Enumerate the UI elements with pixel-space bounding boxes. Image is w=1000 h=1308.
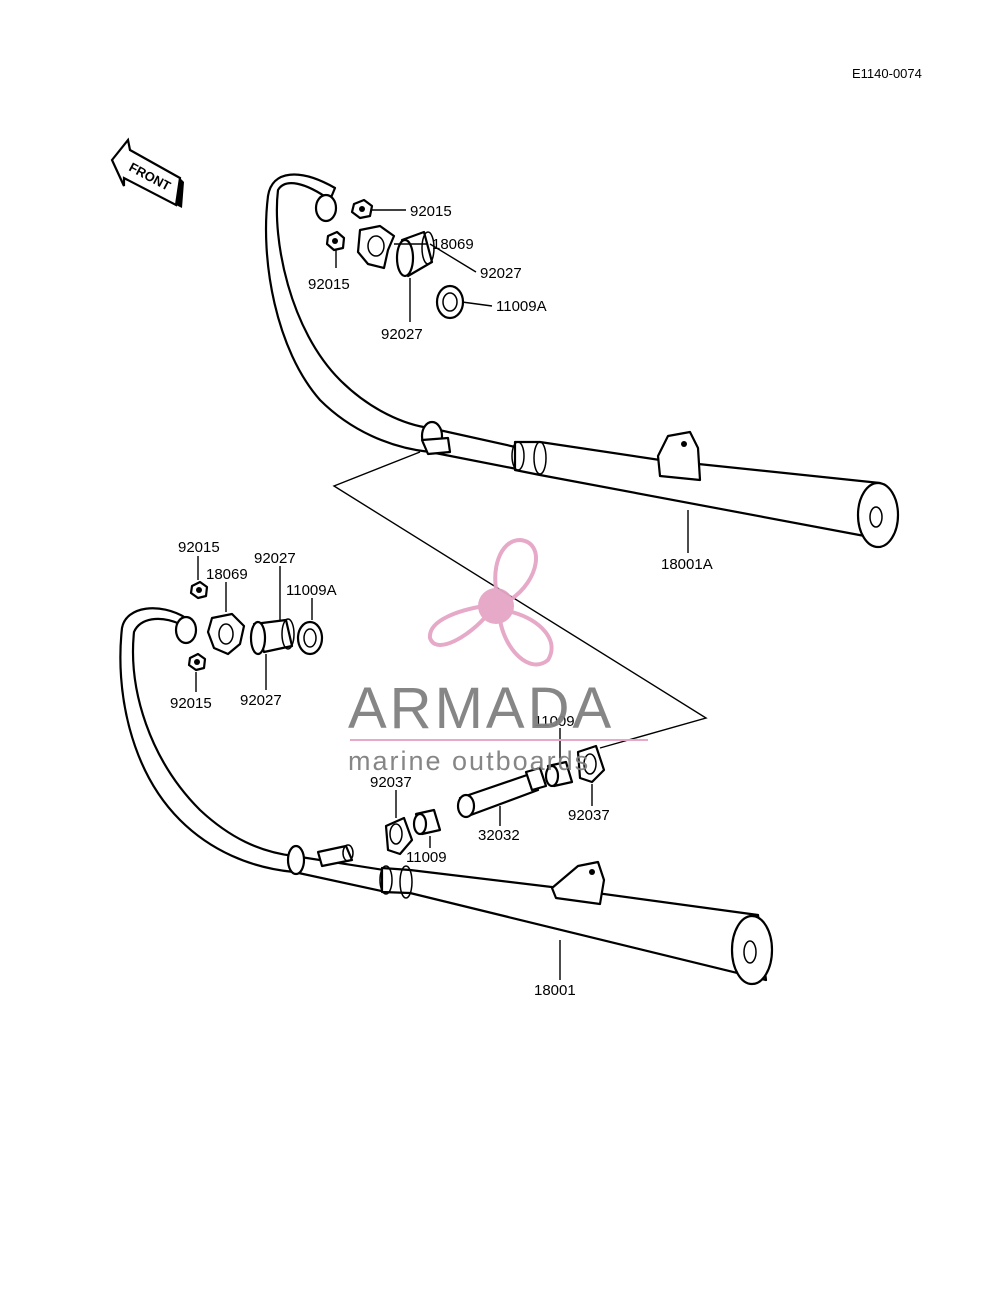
armada-watermark: ARMADA marine outboards xyxy=(348,537,648,776)
lower-gasket xyxy=(296,620,324,656)
lower-nut-bottom xyxy=(187,652,207,672)
label-lower-collar-top: 92027 xyxy=(254,550,296,567)
connector-pipe xyxy=(456,766,548,819)
label-lower-gasket-right: 11009 xyxy=(534,713,575,730)
upper-pipe-nipple xyxy=(420,436,452,456)
label-lower-muffler: 18001 xyxy=(534,982,576,999)
lower-pipe-nipple xyxy=(316,844,354,868)
connection-frame-lines xyxy=(332,451,708,749)
lower-muffler-end-cap xyxy=(730,914,774,986)
label-lower-clamp-right: 92037 xyxy=(568,807,610,824)
lower-clamp-left xyxy=(384,816,414,856)
upper-muffler-assembly xyxy=(264,173,900,549)
label-lower-clamp-left: 92037 xyxy=(370,774,412,791)
watermark-brand: ARMADA xyxy=(348,676,614,741)
upper-collar xyxy=(395,230,435,278)
lower-clamp-right xyxy=(576,744,606,784)
diagram-code: E1140-0074 xyxy=(852,66,922,81)
lower-clamp xyxy=(206,612,246,656)
watermark-tagline: marine outboards xyxy=(348,746,590,776)
upper-muffler-end-cap xyxy=(856,481,900,549)
label-upper-nut-top: 92015 xyxy=(410,203,452,220)
upper-nut-side xyxy=(325,230,346,252)
label-upper-collar-right: 92027 xyxy=(480,265,522,282)
propeller-logo-icon xyxy=(428,537,554,667)
label-upper-gasket: 11009A xyxy=(496,298,547,315)
upper-nut-top xyxy=(350,198,374,220)
lower-pipe-collar xyxy=(286,844,306,876)
label-lower-gasket-left: 11009 xyxy=(406,849,447,866)
upper-header-pipe xyxy=(264,173,524,472)
lower-collar xyxy=(249,618,295,656)
lower-gasket-left xyxy=(412,808,442,836)
lower-pipe-outlet xyxy=(174,615,198,645)
front-arrow-icon: FRONT xyxy=(110,137,184,208)
label-upper-clamp: 18069 xyxy=(432,236,474,253)
upper-clamp xyxy=(356,224,396,270)
upper-pipe-outlet xyxy=(314,193,338,223)
label-connector-pipe: 32032 xyxy=(478,827,520,844)
lower-hanger-bracket xyxy=(550,860,606,906)
upper-hanger-bracket xyxy=(656,430,702,482)
lower-gasket-right xyxy=(544,760,574,788)
label-upper-muffler: 18001A xyxy=(661,556,713,573)
upper-muffler-body xyxy=(513,440,888,542)
label-lower-nut-top: 92015 xyxy=(178,539,220,556)
upper-gasket xyxy=(435,284,465,320)
lower-muffler-assembly xyxy=(119,607,774,986)
label-lower-nut-bottom: 92015 xyxy=(170,695,212,712)
label-lower-clamp: 18069 xyxy=(206,566,248,583)
label-lower-collar-bottom: 92027 xyxy=(240,692,282,709)
lower-nut-top xyxy=(189,580,209,600)
label-upper-nut-side: 92015 xyxy=(308,276,350,293)
label-upper-collar-left: 92027 xyxy=(381,326,423,343)
label-lower-gasket: 11009A xyxy=(286,582,337,599)
